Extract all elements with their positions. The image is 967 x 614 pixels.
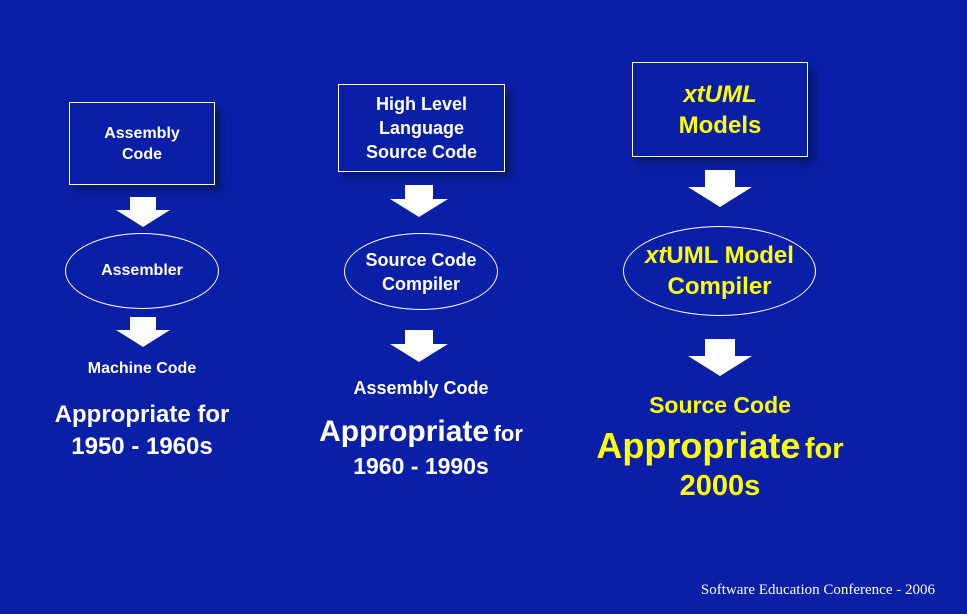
down-arrow-icon bbox=[688, 339, 752, 376]
for-word: for bbox=[493, 421, 523, 446]
box-line: Source Code bbox=[365, 142, 478, 162]
xt-prefix: xt bbox=[645, 242, 667, 269]
output-label: Machine Code bbox=[87, 360, 197, 377]
for-word: for bbox=[804, 433, 844, 465]
box-line: High Level bbox=[375, 94, 468, 114]
ellipse-line: Source Code bbox=[365, 249, 477, 270]
box-line: Language bbox=[378, 118, 464, 138]
down-arrow-icon bbox=[688, 170, 752, 207]
footer-text: Software Education Conference - 2006 bbox=[700, 582, 935, 598]
xtuml-model-compiler-ellipse: xtUML Model Compiler bbox=[623, 226, 816, 316]
ellipse-line: Compiler bbox=[667, 273, 772, 300]
ellipse-label: Assembler bbox=[101, 262, 183, 279]
appropriate-word: Appropriate bbox=[319, 415, 490, 448]
ellipse-line: Compiler bbox=[381, 273, 460, 294]
appropriate-word: Appropriate bbox=[596, 425, 801, 466]
era-label: 1960 - 1990s bbox=[353, 453, 489, 479]
down-arrow-icon bbox=[116, 317, 170, 347]
box-line: Assembly bbox=[104, 124, 180, 142]
appropriate-label: Appropriate for bbox=[319, 415, 523, 449]
down-arrow-icon bbox=[390, 330, 448, 362]
assembler-ellipse: Assembler bbox=[65, 233, 219, 309]
output-label: Assembly Code bbox=[353, 378, 489, 398]
box-line: Models bbox=[678, 111, 762, 139]
appropriate-label: Appropriate for bbox=[596, 425, 843, 467]
down-arrow-icon bbox=[390, 185, 448, 217]
era-label: 2000s bbox=[679, 470, 761, 502]
uml-model-text: UML Model bbox=[666, 242, 794, 269]
era-label: 1950 - 1960s bbox=[71, 433, 213, 460]
xtuml-models-box: xtUML Models bbox=[632, 62, 808, 157]
ellipse-line: xtUML Model bbox=[645, 240, 794, 271]
output-label: Source Code bbox=[649, 392, 791, 418]
box-line: xtUML bbox=[683, 80, 757, 108]
appropriate-label: Appropriate for bbox=[54, 401, 230, 428]
down-arrow-icon bbox=[116, 197, 170, 227]
box-line: Code bbox=[122, 145, 162, 163]
